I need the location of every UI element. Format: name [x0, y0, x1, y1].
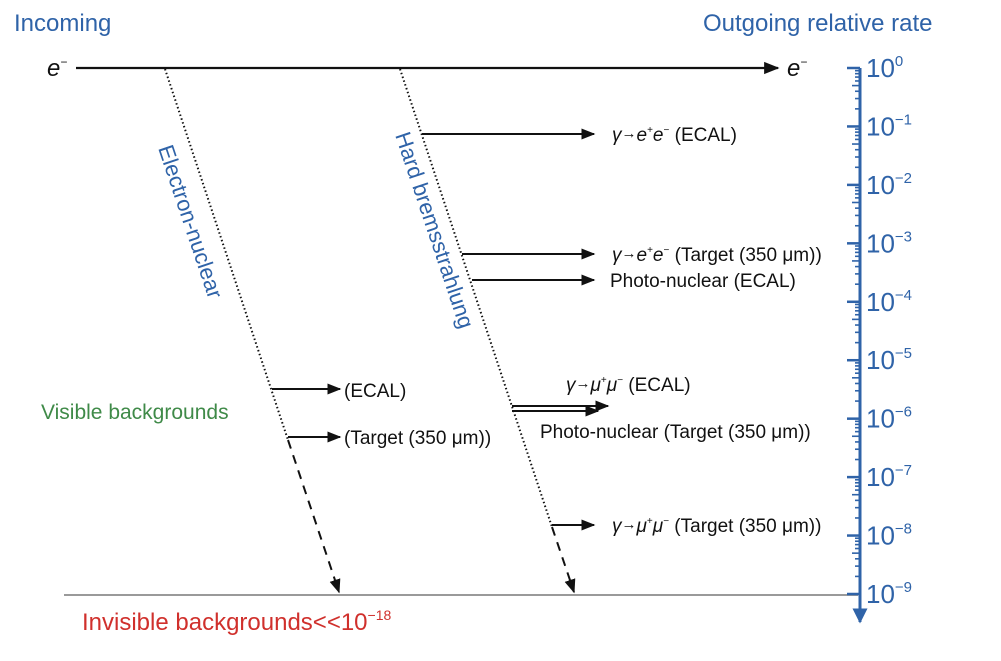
outcome-gee-target: γ→e+e− (Target (350 μm))	[612, 245, 822, 266]
hard-brem-label: Hard bremsstrahlung	[390, 129, 479, 332]
axis-tick-label: 10−8	[866, 521, 912, 551]
outcome-gee-ecal: γ→e+e− (ECAL)	[612, 125, 737, 146]
outcome-gmumu-ecal: γ→μ+μ− (ECAL)	[566, 375, 691, 396]
axis-tick-label: 10−7	[866, 462, 912, 492]
invisible-backgrounds-label: Invisible backgrounds<<10−18	[82, 607, 391, 636]
axis-tick-label: 10−9	[866, 579, 912, 609]
incoming-header: Incoming	[14, 10, 111, 37]
axis-tick-label: 10−1	[866, 111, 912, 141]
incoming-electron-label: e−	[47, 55, 67, 82]
electron-nuclear-path	[164, 68, 289, 441]
axis-tick-label: 10−5	[866, 345, 912, 375]
outcome-pn-target: Photo-nuclear (Target (350 μm))	[540, 422, 811, 443]
axis-tick-label: 10−4	[866, 287, 912, 317]
outgoing-electron-label: e−	[787, 55, 807, 82]
outgoing-header: Outgoing relative rate	[703, 10, 932, 37]
axis-tick-label: 10−2	[866, 170, 912, 200]
outcome-gmumu-target: γ→μ+μ− (Target (350 μm))	[612, 516, 821, 537]
outcome-pn-ecal: Photo-nuclear (ECAL)	[610, 271, 796, 292]
electron-nuclear-invisible-path	[287, 439, 341, 594]
rate-axis: 100 10−1 10−2 10−3 10−4 10−5 10−6 10−7 10−8 10−9	[847, 53, 912, 624]
visible-backgrounds-label: Visible backgrounds	[41, 401, 229, 424]
hard-brem-invisible-path	[551, 526, 576, 594]
axis-tick-label: 10−6	[866, 404, 912, 434]
axis-tick-label: 10−3	[866, 228, 912, 258]
hard-brem-path	[399, 68, 553, 528]
outcome-en-target: (Target (350 μm))	[344, 428, 491, 449]
axis-tick-label: 100	[866, 53, 903, 83]
outcome-en-ecal: (ECAL)	[344, 381, 406, 402]
